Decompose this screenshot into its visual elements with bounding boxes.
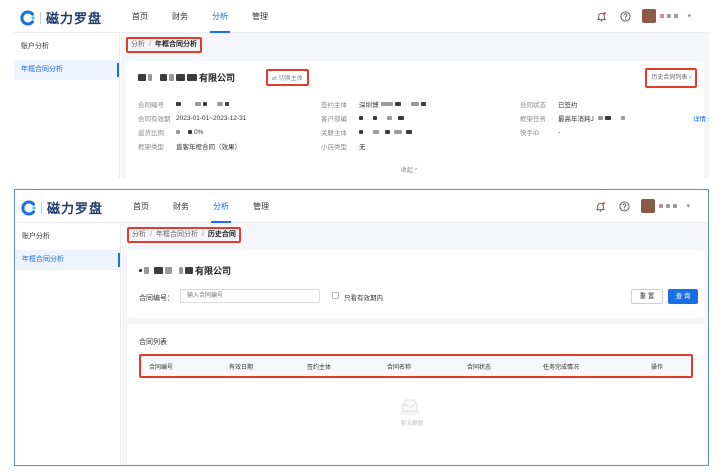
contract-no-input[interactable] — [180, 289, 320, 303]
breadcrumb-analysis[interactable]: 分析 — [131, 41, 145, 48]
frame-type-value: 直客年框合同（效果） — [176, 144, 241, 151]
frame-task-label: 框架任务 — [520, 116, 546, 123]
brand-name: 磁力罗盘 — [46, 11, 103, 26]
chevron-right-icon: › — [689, 75, 691, 81]
logo-divider — [40, 11, 41, 24]
bell-icon[interactable] — [593, 199, 607, 213]
nav-home[interactable]: 首页 — [132, 12, 148, 21]
column-valid-date: 有效日期 — [229, 364, 254, 371]
kuaishou-id-label: 快手ID — [520, 130, 540, 137]
sidebar-item-account-analysis[interactable]: 账户分析 — [22, 233, 50, 240]
history-contracts-button[interactable]: 历史合同列表 › — [645, 68, 697, 88]
contract-card: 有限公司 ⇄ 切换主体 历史合同列表 › 合同编号 合同有效期 2023-01-… — [126, 61, 709, 178]
company-name: 有限公司 — [138, 71, 235, 84]
bell-icon[interactable] — [594, 9, 608, 23]
breadcrumb-contract-analysis: 年框合同分析 — [154, 41, 197, 48]
user-name-blurred[interactable] — [659, 204, 680, 208]
swap-icon: ⇄ — [272, 76, 278, 82]
breadcrumb: 分析 / 年框合同分析 / 历史合同 — [127, 227, 241, 243]
breadcrumb: 分析 / 年框合同分析 — [126, 37, 202, 53]
sign-entity-label: 签约主体 — [321, 102, 347, 109]
contract-table-header: 合同编号 有效日期 签约主体 合同名称 合同状态 任务完成情况 操作 — [139, 354, 693, 378]
sidebar-item-account-analysis[interactable]: 账户分析 — [21, 43, 49, 50]
related-entity-label: 关联主体 — [321, 130, 347, 137]
nav-analysis[interactable]: 分析 — [211, 190, 231, 223]
company-name: 有限公司 — [139, 264, 231, 277]
valid-only-label[interactable]: 只看有效期内 — [344, 295, 383, 302]
frame-type-label: 框架类型 — [138, 144, 164, 151]
collapse-button[interactable]: 收起 ^ — [401, 168, 418, 174]
breadcrumb-history-contracts: 历史合同 — [207, 231, 236, 238]
kuaishou-id-value: - — [558, 128, 561, 136]
help-icon[interactable] — [617, 199, 631, 213]
reset-button[interactable]: 重 置 — [631, 289, 663, 304]
column-contract-no: 合同编号 — [149, 364, 174, 371]
brand-name: 磁力罗盘 — [47, 201, 104, 216]
c-logo-icon — [20, 10, 36, 26]
logo-divider — [41, 201, 42, 214]
nav-home[interactable]: 首页 — [133, 202, 149, 211]
column-contract-status: 合同状态 — [467, 364, 492, 371]
detail-link[interactable]: 详情 › — [693, 116, 709, 123]
column-sign-entity: 签约主体 — [307, 364, 332, 371]
c-logo-icon — [21, 200, 37, 216]
shop-type-value: 无 — [359, 144, 366, 151]
empty-state-text: 暂无数据 — [401, 421, 424, 427]
top-bar: 磁力罗盘 首页 财务 分析 管理 ▾ — [15, 190, 708, 223]
breadcrumb-contract-analysis[interactable]: 年框合同分析 — [155, 231, 198, 238]
top-bar: 磁力罗盘 首页 财务 分析 管理 ▾ — [14, 0, 709, 33]
switch-entity-button[interactable]: ⇄ 切换主体 — [266, 69, 309, 86]
contract-no-label: 合同编号 — [138, 102, 164, 109]
shop-type-label: 小店类型 — [321, 144, 347, 151]
nav-management[interactable]: 管理 — [253, 202, 269, 211]
valid-only-checkbox[interactable] — [332, 292, 339, 299]
contract-status-value: 已签约 — [558, 102, 578, 109]
empty-inbox-icon — [399, 398, 421, 421]
screenshot-contract-analysis: 磁力罗盘 首页 财务 分析 管理 ▾ 账户分析 年框合同分析 分析 / — [14, 0, 709, 178]
contract-no-value — [176, 102, 231, 106]
screenshot-history-contracts: 磁力罗盘 首页 财务 分析 管理 ▾ 账户分析 年框合同分析 分析 / — [14, 189, 709, 466]
brand-logo[interactable]: 磁力罗盘 — [20, 8, 102, 27]
sign-entity-value: 深圳博 — [359, 102, 379, 109]
column-contract-name: 合同名称 — [387, 364, 412, 371]
help-icon[interactable] — [618, 9, 632, 23]
main-content: 分析 / 年框合同分析 有限公司 ⇄ 切换主体 历史合同列表 › 合同编号 — [121, 33, 709, 178]
avatar[interactable] — [641, 199, 656, 213]
contract-status-label: 合同状态 — [520, 102, 546, 109]
sidebar: 账户分析 年框合同分析 — [15, 223, 121, 465]
valid-period-value: 2023-01-01~2023-12-31 — [176, 114, 247, 122]
main-nav: 首页 财务 分析 管理 — [133, 190, 293, 223]
chevron-down-icon[interactable]: ▾ — [686, 203, 690, 210]
contract-list-card: 合同列表 合同编号 有效日期 签约主体 合同名称 合同状态 任务完成情况 操作 … — [127, 324, 705, 464]
brand-logo[interactable]: 磁力罗盘 — [21, 198, 103, 217]
frame-task-value: 最高年消耗J — [558, 116, 594, 123]
chevron-up-icon: ^ — [414, 168, 418, 174]
valid-period-label: 合同有效期 — [138, 116, 171, 123]
sidebar-item-contract-analysis[interactable]: 年框合同分析 — [15, 250, 120, 270]
chevron-down-icon[interactable]: ▾ — [687, 13, 691, 20]
nav-analysis[interactable]: 分析 — [210, 0, 230, 33]
contract-no-filter-label: 合同编号： — [139, 295, 174, 302]
query-button[interactable]: 查 询 — [668, 289, 698, 304]
rebate-ratio-value: 0% — [194, 128, 204, 136]
column-actions: 操作 — [651, 364, 664, 371]
sidebar-item-contract-analysis[interactable]: 年框合同分析 — [14, 60, 119, 80]
column-task-completion: 任务完成情况 — [543, 364, 580, 371]
user-name-blurred[interactable] — [660, 14, 681, 18]
main-nav: 首页 财务 分析 管理 — [132, 0, 292, 33]
nav-finance[interactable]: 财务 — [173, 202, 189, 211]
nav-finance[interactable]: 财务 — [172, 12, 188, 21]
top-right-tools: ▾ — [584, 9, 691, 23]
nav-management[interactable]: 管理 — [252, 12, 268, 21]
main-content: 分析 / 年框合同分析 / 历史合同 有限公司 合同编号： 只看有效期内 重 置… — [122, 223, 708, 465]
avatar[interactable] — [642, 9, 657, 23]
filter-card: 有限公司 合同编号： 只看有效期内 重 置 查 询 — [127, 250, 705, 318]
top-right-tools: ▾ — [583, 199, 690, 213]
breadcrumb-analysis[interactable]: 分析 — [132, 231, 146, 238]
rebate-ratio-label: 返货比例 — [138, 130, 164, 137]
sidebar: 账户分析 年框合同分析 — [14, 33, 120, 178]
customer-dept-label: 客户部编 — [321, 116, 347, 123]
contract-list-title: 合同列表 — [139, 339, 167, 346]
